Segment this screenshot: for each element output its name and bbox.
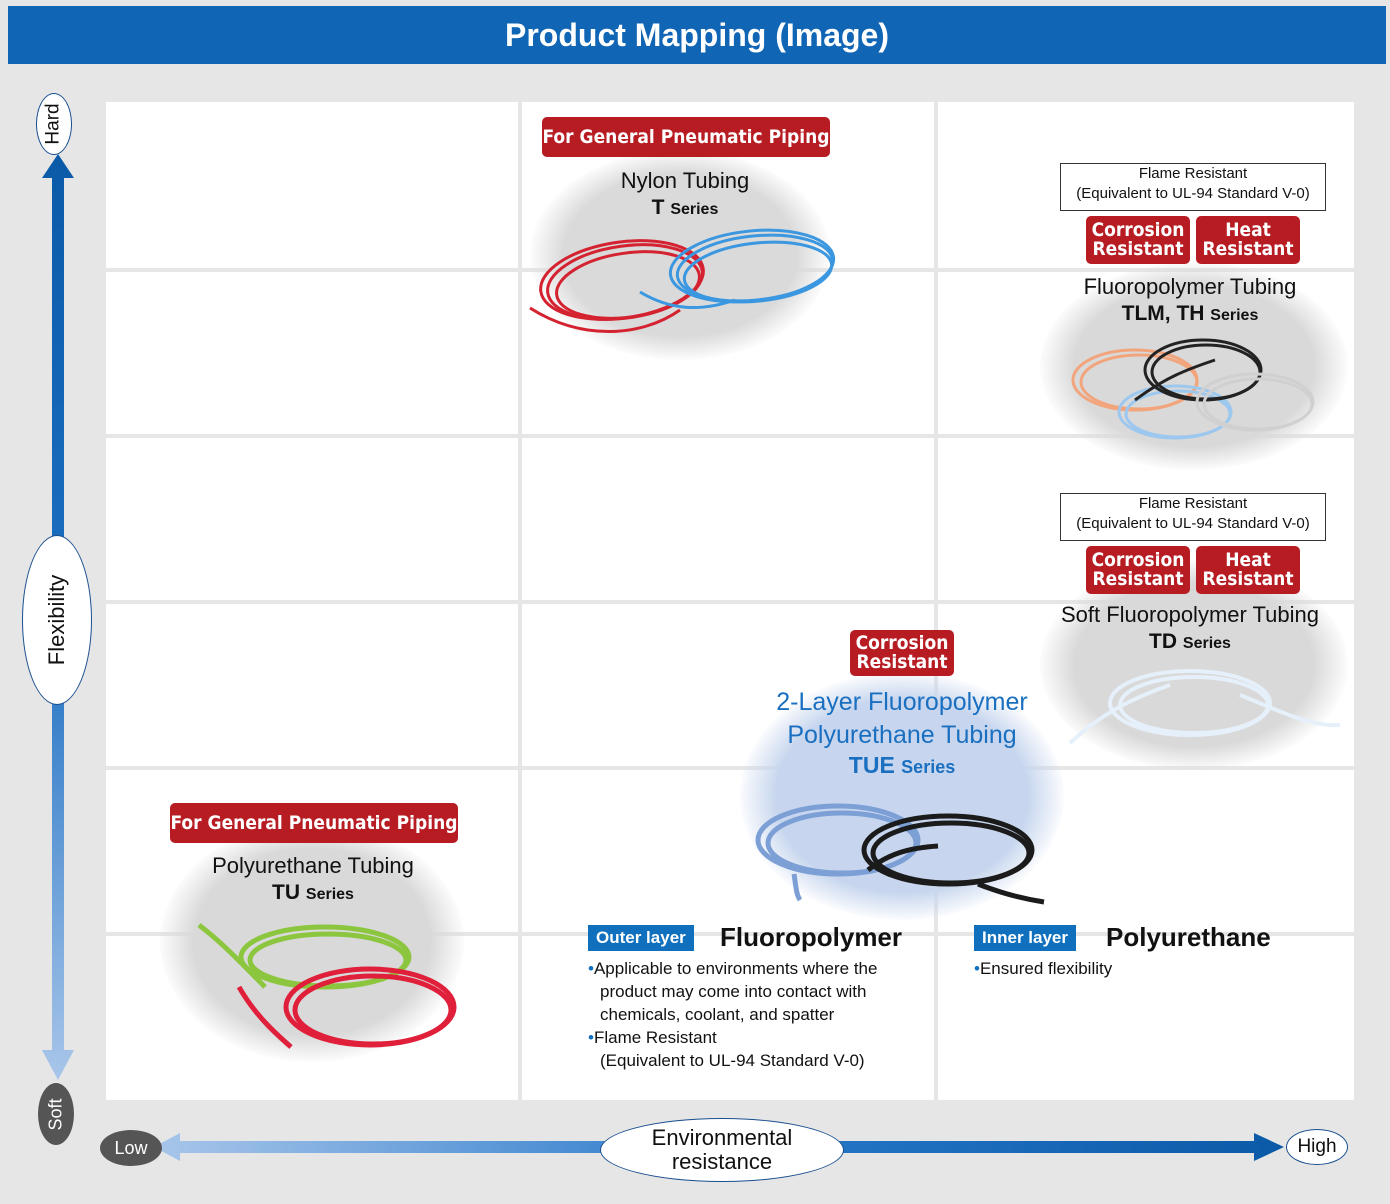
grid-cell: [106, 438, 518, 600]
bullet-dot: •: [588, 959, 594, 978]
bullet-dot: •: [974, 959, 980, 978]
inner-layer-tag: Inner layer: [974, 925, 1076, 951]
nylon-series-suffix: Series: [670, 200, 719, 218]
fluoro-heat-tag: Heat Resistant: [1196, 216, 1300, 264]
soft-fluoro-series-suffix: Series: [1182, 634, 1231, 652]
soft-fluoro-flame-line1: Flame Resistant: [1138, 495, 1248, 512]
tue-product-name: 2-Layer Fluoropolymer Polyurethane Tubin…: [740, 686, 1064, 781]
tue-name-line2: Polyurethane Tubing: [787, 720, 1017, 749]
fluoro-series-suffix: Series: [1210, 306, 1259, 324]
page-title: Product Mapping (Image): [8, 6, 1386, 64]
outer-layer-bullets: •Applicable to environments where the pr…: [588, 958, 877, 1073]
tue-corrosion-tag: Corrosion Resistant: [850, 630, 954, 676]
fluoro-flame-box: Flame Resistant (Equivalent to UL-94 Sta…: [1060, 163, 1326, 211]
soft-label-text: Soft: [45, 1097, 66, 1131]
outer-bullet1-line3: chemicals, coolant, and spatter: [600, 1004, 835, 1024]
flexibility-label-text: Flexibility: [44, 574, 69, 666]
fluoro-series: TLM, TH Series: [1050, 301, 1330, 327]
soft-fluoro-tubing-image: [1068, 669, 1341, 745]
outer-layer-name: Fluoropolymer: [720, 922, 903, 952]
soft-fluoro-flame-line2: (Equivalent to UL-94 Standard V-0): [1076, 515, 1310, 533]
polyurethane-series-code: TU: [272, 880, 301, 904]
tue-name-line1: 2-Layer Fluoropolymer: [776, 688, 1028, 716]
polyurethane-series: TU Series: [180, 880, 446, 906]
polyurethane-name-text: Polyurethane Tubing: [212, 853, 414, 878]
tue-series-code: TUE: [848, 752, 895, 778]
fluoro-corrosion-line2: Resistant: [1092, 238, 1184, 260]
fluoro-heat-line1: Heat: [1225, 219, 1271, 241]
polyurethane-tubing-image: [197, 923, 457, 1049]
grid-cell: [938, 936, 1354, 1100]
outer-layer-tag: Outer layer: [588, 925, 694, 951]
inner-layer-name: Polyurethane: [1106, 922, 1271, 952]
high-label-text: High: [1297, 1136, 1337, 1157]
soft-label: Soft: [38, 1083, 74, 1145]
soft-fluoro-heat-line1: Heat: [1225, 549, 1271, 571]
low-label: Low: [100, 1130, 162, 1166]
inner-layer-bullets: •Ensured flexibility: [974, 958, 1112, 981]
fluoro-tubing-image: [1071, 338, 1315, 440]
nylon-product-name: Nylon Tubing T Series: [560, 167, 810, 221]
grid-cell: [522, 936, 934, 1100]
tue-series-suffix: Series: [901, 757, 956, 777]
polyurethane-pneumatic-tag: For General Pneumatic Piping: [170, 803, 458, 843]
fluoro-series-code: TLM, TH: [1121, 301, 1205, 325]
soft-fluoro-series: TD Series: [1045, 629, 1335, 655]
nylon-series-code: T: [651, 195, 665, 219]
fluoro-flame-line2: (Equivalent to UL-94 Standard V-0): [1076, 185, 1310, 203]
polyurethane-background-blob: [160, 822, 464, 1062]
soft-fluoro-series-code: TD: [1149, 629, 1178, 653]
grid-cell: [106, 272, 518, 434]
tue-corrosion-line2: Resistant: [856, 651, 948, 673]
nylon-pneumatic-tag: For General Pneumatic Piping: [542, 117, 830, 157]
outer-bullet1-line1: Applicable to environments where the: [593, 959, 878, 978]
soft-fluoro-corrosion-line1: Corrosion: [1091, 549, 1185, 571]
grid-cell: [106, 102, 518, 268]
soft-fluoro-corrosion-line2: Resistant: [1092, 568, 1184, 590]
low-label-text: Low: [114, 1137, 148, 1158]
high-label: High: [1286, 1129, 1348, 1165]
nylon-tubing-image: [529, 228, 836, 333]
soft-fluoro-name-text: Soft Fluoropolymer Tubing: [1060, 602, 1320, 627]
fluoro-heat-line2: Resistant: [1202, 238, 1294, 260]
outer-bullet2-line1: Flame Resistant: [593, 1027, 717, 1047]
outer-bullet2-line2: (Equivalent to UL-94 Standard V-0): [600, 1050, 865, 1070]
environmental-resistance-label: Environmental resistance: [600, 1118, 844, 1182]
fluoro-product-name: Fluoropolymer Tubing TLM, TH Series: [1050, 273, 1330, 327]
outer-bullet1-line2: product may come into contact with: [600, 981, 867, 1001]
fluoro-flame-line1: Flame Resistant: [1138, 165, 1248, 182]
hard-label-text: Hard: [43, 103, 64, 145]
soft-fluoro-flame-box: Flame Resistant (Equivalent to UL-94 Sta…: [1060, 493, 1326, 541]
bullet-dot: •: [588, 1027, 594, 1047]
hard-label: Hard: [36, 93, 72, 155]
grid-cell: [106, 604, 518, 766]
fluoro-corrosion-tag: Corrosion Resistant: [1086, 216, 1190, 264]
grid-cell: [522, 438, 934, 600]
polyurethane-series-suffix: Series: [305, 885, 354, 903]
nylon-name-text: Nylon Tubing: [620, 168, 750, 193]
tue-tubing-image: [755, 803, 1045, 905]
soft-fluoro-heat-line2: Resistant: [1202, 568, 1294, 590]
environmental-resistance-label-text: Environmental resistance: [651, 1124, 793, 1174]
soft-fluoro-heat-tag: Heat Resistant: [1196, 546, 1300, 594]
tue-series: TUE Series: [740, 751, 1064, 781]
inner-bullet1: Ensured flexibility: [979, 959, 1113, 978]
nylon-series: T Series: [560, 195, 810, 221]
fluoro-name-text: Fluoropolymer Tubing: [1083, 274, 1297, 299]
soft-fluoro-product-name: Soft Fluoropolymer Tubing TD Series: [1045, 601, 1335, 655]
polyurethane-product-name: Polyurethane Tubing TU Series: [180, 852, 446, 906]
soft-fluoro-corrosion-tag: Corrosion Resistant: [1086, 546, 1190, 594]
flexibility-label: Flexibility: [22, 535, 92, 705]
fluoro-corrosion-line1: Corrosion: [1091, 219, 1185, 241]
tue-corrosion-line1: Corrosion: [855, 632, 949, 654]
